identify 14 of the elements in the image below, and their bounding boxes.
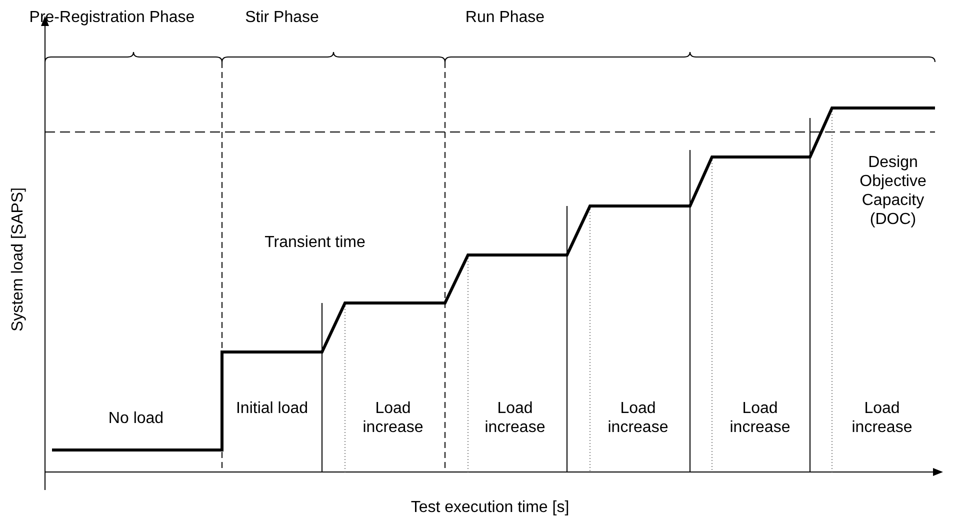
axis-label: System load [SAPS] [8,186,28,334]
segment-label: Load increase [484,399,546,437]
segment-label: Load increase [850,399,914,437]
segment-label: Load increase [606,399,670,437]
annotation: Design Objective Capacity (DOC) [858,153,928,229]
phase-label: Stir Phase [244,8,320,27]
segment-label: Load increase [728,399,792,437]
annotation: Transient time [264,233,366,252]
segment-label: No load [107,409,165,428]
axis-label: Test execution time [s] [410,498,570,517]
phase-label: Pre-Registration Phase [28,8,196,27]
segment-label: Load increase [362,399,424,437]
segment-label: Initial load [234,399,310,418]
phase-label: Run Phase [464,8,546,27]
